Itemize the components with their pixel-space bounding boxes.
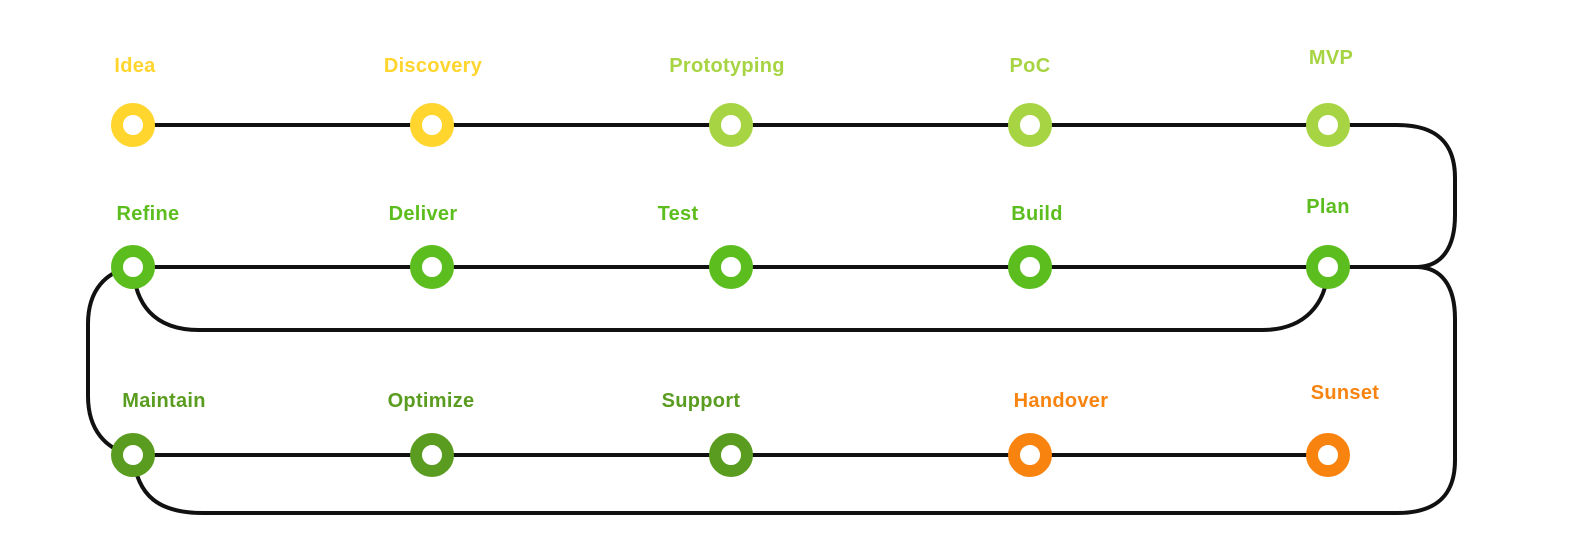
- stage-label-optimize: Optimize: [387, 390, 475, 412]
- stage-node-handover: [1008, 433, 1052, 477]
- stage-label-poc: PoC: [1009, 55, 1051, 77]
- stage-node-sunset: [1306, 433, 1350, 477]
- stage-label-test: Test: [657, 203, 699, 225]
- stage-label-prototyping: Prototyping: [669, 55, 785, 77]
- stage-label-mvp: MVP: [1308, 47, 1354, 69]
- stage-label-build: Build: [1011, 203, 1063, 225]
- stage-label-support: Support: [661, 390, 741, 412]
- stage-label-sunset: Sunset: [1310, 382, 1380, 404]
- stage-node-deliver: [410, 245, 454, 289]
- stage-node-idea: [111, 103, 155, 147]
- stage-node-plan: [1306, 245, 1350, 289]
- stage-node-poc: [1008, 103, 1052, 147]
- maintain-bottom-loop: [131, 265, 1457, 515]
- stage-label-plan: Plan: [1306, 196, 1350, 218]
- stage-node-mvp: [1306, 103, 1350, 147]
- stage-label-deliver: Deliver: [388, 203, 458, 225]
- stage-label-refine: Refine: [116, 203, 180, 225]
- stage-node-maintain: [111, 433, 155, 477]
- stage-label-maintain: Maintain: [122, 390, 206, 412]
- stage-node-support: [709, 433, 753, 477]
- refine-to-maintain-left-curve: [86, 265, 135, 457]
- stage-node-discovery: [410, 103, 454, 147]
- stage-node-test: [709, 245, 753, 289]
- stage-node-build: [1008, 245, 1052, 289]
- stage-label-idea: Idea: [114, 55, 156, 77]
- refine-to-plan-loop: [131, 265, 1330, 332]
- stage-label-discovery: Discovery: [383, 55, 483, 77]
- stage-node-prototyping: [709, 103, 753, 147]
- stage-label-handover: Handover: [1013, 390, 1109, 412]
- stage-node-optimize: [410, 433, 454, 477]
- top-row-line-and-right-curve: [131, 123, 1457, 269]
- stage-node-refine: [111, 245, 155, 289]
